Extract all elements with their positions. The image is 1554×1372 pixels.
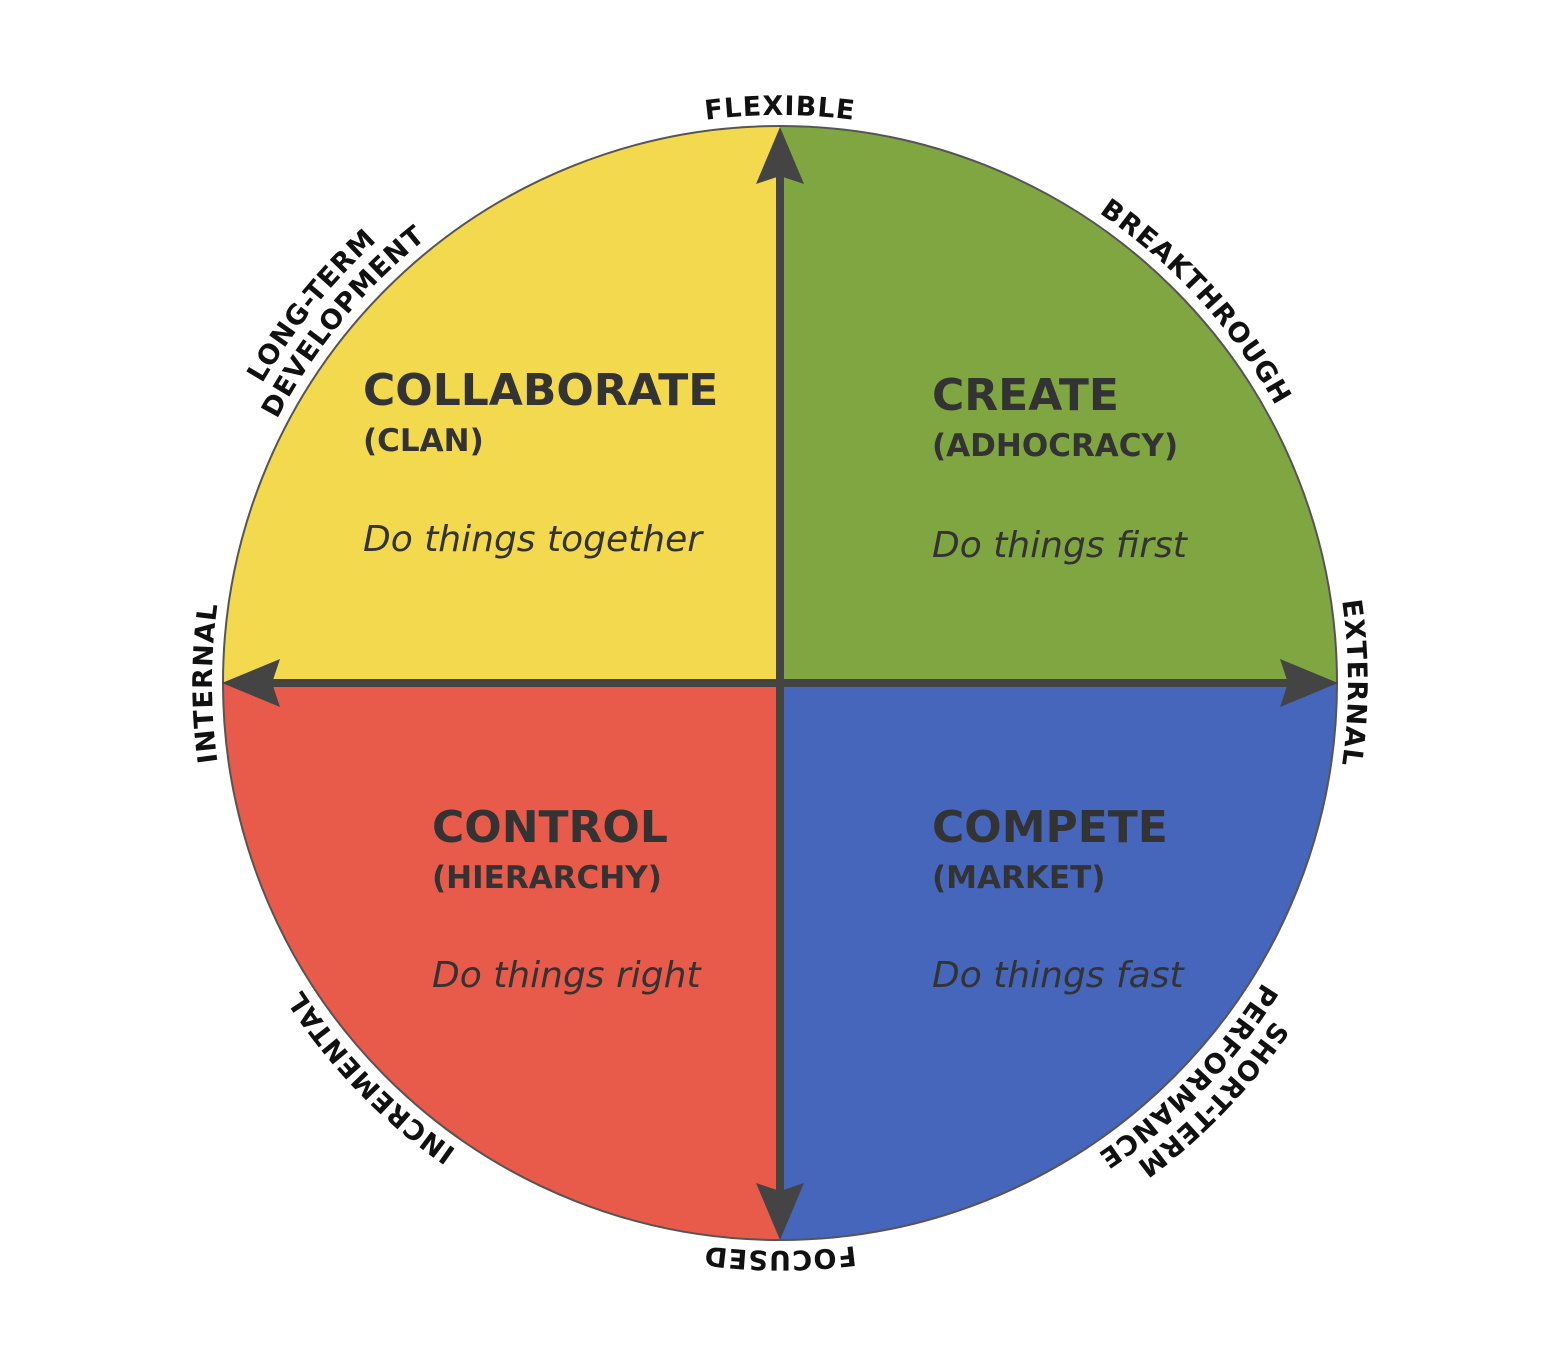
axes [222, 127, 1338, 1240]
control-subtitle: (HIERARCHY) [432, 860, 662, 896]
create-title: CREATE [932, 370, 1119, 421]
create-subtitle: (ADHOCRACY) [932, 428, 1178, 464]
create-tagline: Do things first [932, 525, 1189, 566]
control-tagline: Do things right [432, 955, 702, 996]
compete-tagline: Do things fast [932, 955, 1185, 996]
control-title: CONTROL [432, 802, 668, 853]
axis-label-internal: INTERNAL [188, 601, 225, 766]
arrow-left-icon [222, 659, 280, 707]
axis-label-flexible: FLEXIBLE [703, 91, 857, 127]
arrow-right-icon [1280, 659, 1338, 707]
collaborate-title: COLLABORATE [363, 365, 718, 416]
arrow-up-icon [756, 127, 804, 184]
compete-subtitle: (MARKET) [932, 860, 1105, 896]
axis-label-external: EXTERNAL [1335, 597, 1372, 768]
axis-label-focused: FOCUSED [702, 1239, 857, 1275]
arrow-down-icon [756, 1183, 804, 1240]
compete-title: COMPETE [932, 802, 1168, 853]
collaborate-tagline: Do things together [363, 519, 704, 560]
collaborate-subtitle: (CLAN) [363, 423, 484, 459]
